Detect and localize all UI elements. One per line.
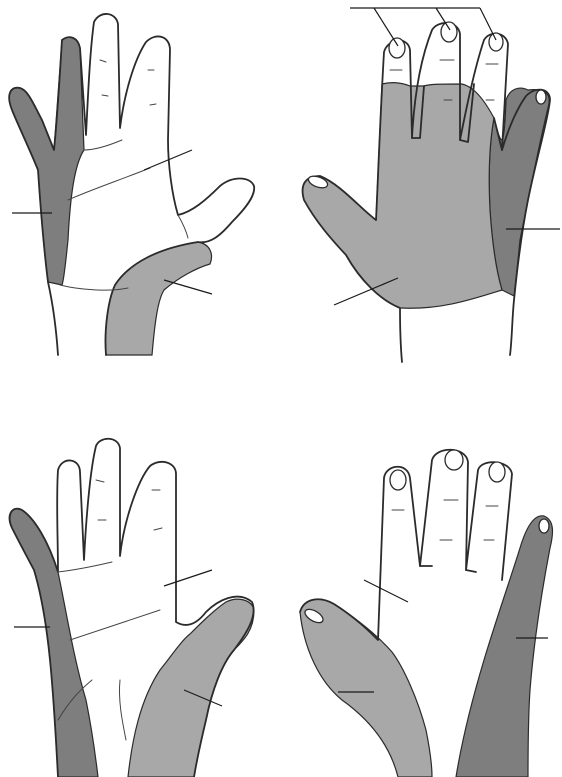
nail-bottom-right-ring bbox=[489, 462, 505, 482]
nail-top-right-index bbox=[389, 38, 405, 58]
radial-zone-top-left bbox=[105, 242, 211, 355]
nail-top-right-little bbox=[536, 90, 546, 104]
median-thumb-zone-bottom-left bbox=[128, 599, 254, 777]
crease-top-left-4 bbox=[178, 215, 188, 238]
dorsum-bottom-right bbox=[300, 450, 552, 777]
ulnar-zone-top-right bbox=[489, 88, 549, 296]
crease-top-left-2 bbox=[68, 168, 150, 200]
ulnar-zone-top-left bbox=[9, 37, 84, 285]
dorsum-top-right bbox=[303, 8, 560, 362]
crease-bottom-left-2 bbox=[70, 610, 160, 640]
nail-bottom-right-index bbox=[390, 470, 406, 490]
finger-border-bottom-right-2 bbox=[466, 570, 476, 572]
leader-top-left-radial bbox=[164, 280, 212, 294]
palm-bottom-left bbox=[10, 439, 254, 777]
nail-top-right-middle bbox=[441, 22, 457, 42]
nail-bottom-right-middle bbox=[445, 450, 463, 470]
crease-top-left-3 bbox=[84, 140, 122, 150]
palm-top-left bbox=[9, 14, 254, 355]
radial-dorsal-zone-top-right bbox=[303, 83, 502, 309]
leader-bottom-right-radial-superficial bbox=[364, 580, 408, 602]
leader-top-right-digital bbox=[350, 8, 496, 46]
crease-bottom-left-4 bbox=[119, 680, 126, 740]
crease-bottom-left-5 bbox=[96, 480, 162, 530]
leader-bottom-left-median bbox=[164, 570, 212, 586]
crease-top-left-5 bbox=[100, 60, 156, 105]
radial-zone-bottom-right bbox=[300, 599, 432, 777]
nail-bottom-right-little bbox=[539, 519, 549, 533]
nail-top-right-ring bbox=[489, 33, 503, 51]
crease-bottom-left-1 bbox=[58, 562, 112, 572]
crease-bottom-right-1 bbox=[392, 500, 498, 540]
